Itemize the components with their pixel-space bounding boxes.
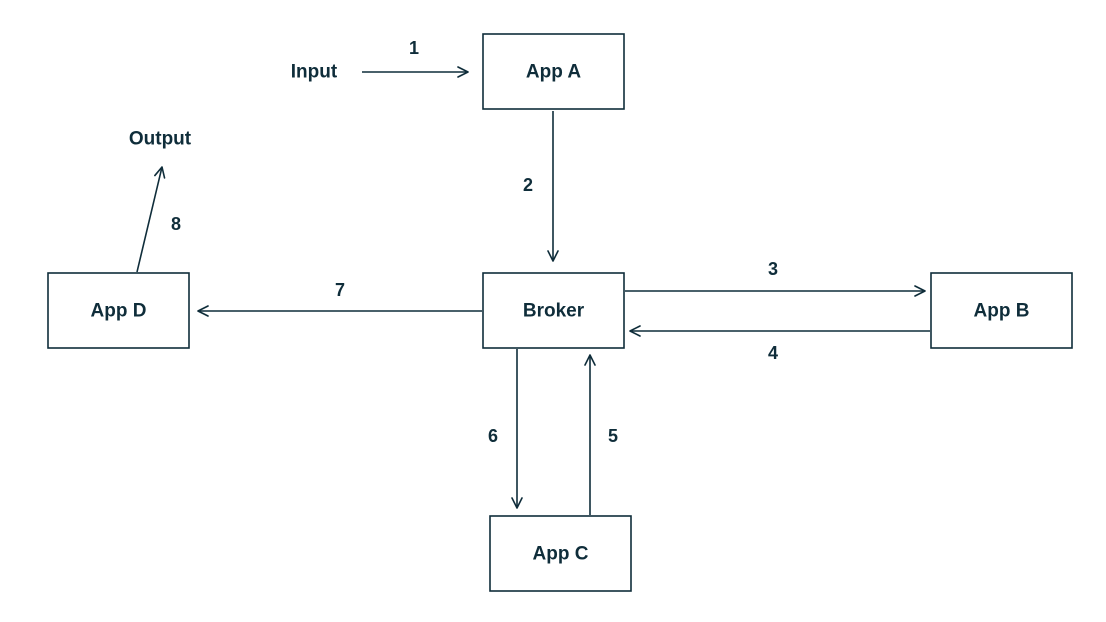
node-app-d: App D	[47, 272, 190, 349]
edge-8-label: 8	[171, 214, 181, 234]
edge-7-label: 7	[335, 280, 345, 300]
edge-1-label: 1	[409, 38, 419, 58]
edge-8: 8	[136, 166, 181, 273]
node-app-d-label: App D	[91, 301, 147, 322]
node-app-b-box	[930, 272, 1073, 349]
node-app-b: App B	[930, 272, 1073, 349]
edge-5: 5	[584, 354, 618, 515]
node-app-a-label: App A	[526, 62, 582, 83]
node-app-c: App C	[489, 515, 632, 592]
node-app-a-box	[482, 33, 625, 110]
node-broker: Broker	[482, 272, 625, 349]
node-app-c-box	[489, 515, 632, 592]
edge-2-label: 2	[523, 175, 533, 195]
node-app-a: App A	[482, 33, 625, 110]
edge-5-label: 5	[608, 426, 618, 446]
node-app-b-label: App B	[974, 301, 1030, 322]
node-app-c-label: App C	[533, 544, 589, 565]
node-app-d-box	[47, 272, 190, 349]
edge-3: 3	[625, 259, 926, 297]
edge-7: 7	[197, 280, 482, 317]
edge-1: 1	[362, 38, 469, 78]
edge-8-arrow	[136, 166, 166, 273]
edge-6: 6	[488, 349, 523, 509]
output-label: Output	[129, 129, 192, 150]
edge-6-label: 6	[488, 426, 498, 446]
edge-4: 4	[629, 325, 930, 363]
edge-3-label: 3	[768, 259, 778, 279]
node-broker-label: Broker	[523, 301, 585, 322]
node-broker-box	[482, 272, 625, 349]
edge-4-label: 4	[768, 343, 778, 363]
input-label: Input	[291, 62, 338, 83]
edge-2: 2	[523, 111, 559, 262]
